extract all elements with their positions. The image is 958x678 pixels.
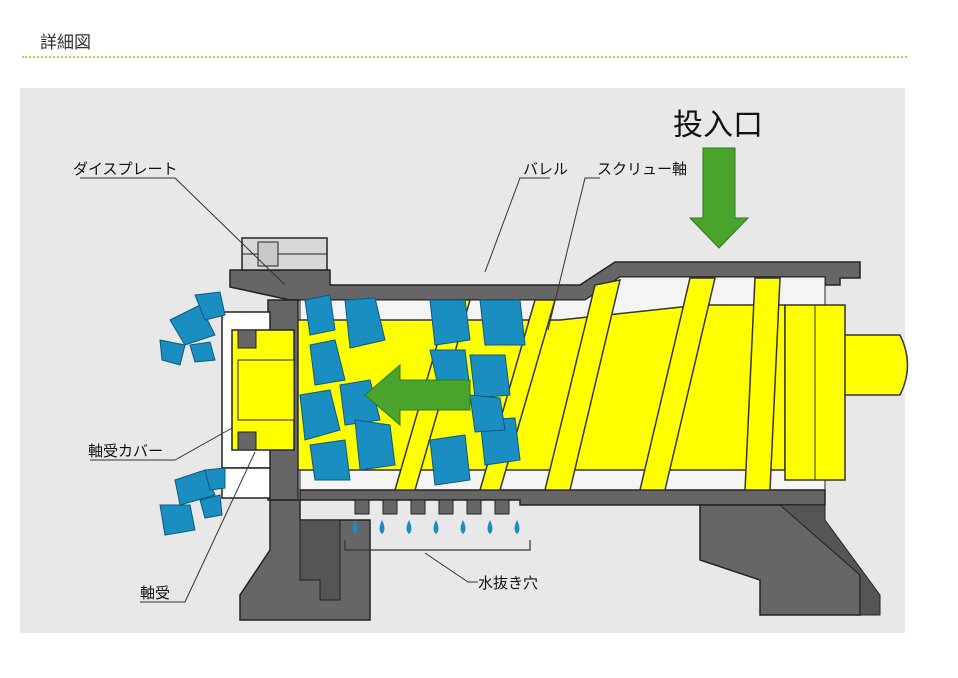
leader-bearing	[140, 451, 256, 603]
die-plate-bolt-nut	[257, 241, 279, 267]
exiting-fragments	[159, 291, 226, 536]
label-drain-holes: 水抜き穴	[478, 574, 538, 592]
label-die-plate: ダイスプレート	[73, 160, 178, 178]
leader-barrel	[484, 177, 550, 273]
inlet-arrow	[688, 147, 750, 249]
bearing-top	[237, 329, 257, 349]
base-support-left	[299, 519, 341, 601]
flow-arrow	[364, 363, 471, 427]
leader-die-plate	[80, 177, 286, 286]
label-inlet: 投入口	[673, 108, 763, 143]
bearing-bottom	[237, 431, 257, 451]
section-heading: 詳細図	[40, 33, 91, 53]
leader-screw	[547, 177, 600, 331]
drain-holes	[354, 499, 510, 515]
leader-drain	[424, 552, 478, 583]
label-bearing-cover: 軸受カバー	[88, 442, 163, 460]
drain-bracket	[344, 540, 531, 551]
material-fragments	[299, 294, 526, 486]
heading-divider	[22, 56, 907, 58]
water-drops	[352, 520, 520, 534]
base-right-inner	[778, 504, 881, 616]
label-bearing: 軸受	[140, 584, 170, 602]
label-barrel: バレル	[523, 160, 568, 178]
label-screw-shaft: スクリュー軸	[597, 160, 687, 178]
leader-bearing-cover	[90, 427, 233, 461]
